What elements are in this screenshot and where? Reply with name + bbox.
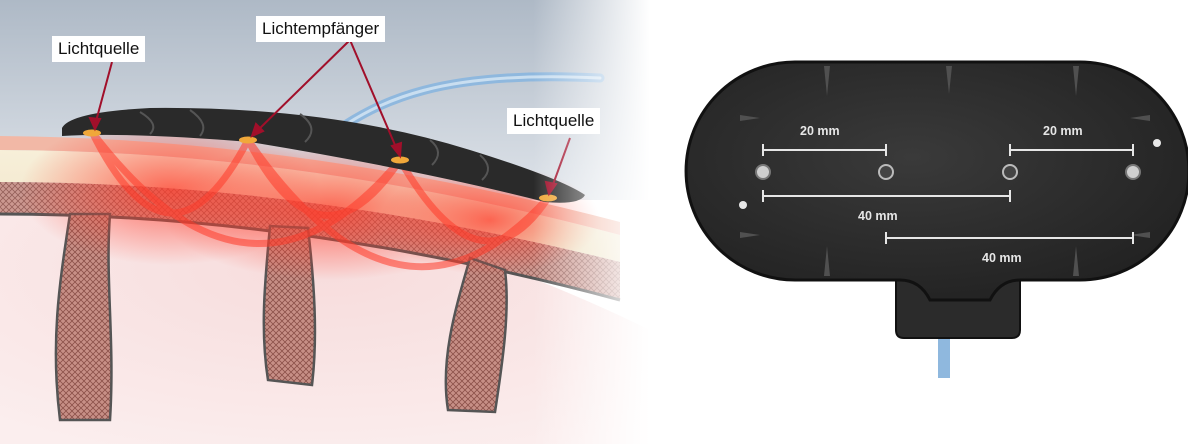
optode-source-left xyxy=(756,165,770,179)
optode-receiver-left xyxy=(879,165,893,179)
measurement-bottom: 40 mm xyxy=(982,251,1022,265)
measurement-top-right: 20 mm xyxy=(1043,124,1083,138)
measurement-top-left: 20 mm xyxy=(800,124,840,138)
optode-receiver-right xyxy=(1003,165,1017,179)
pad-body xyxy=(686,62,1188,300)
measurement-middle: 40 mm xyxy=(858,209,898,223)
optode-source-right xyxy=(1126,165,1140,179)
